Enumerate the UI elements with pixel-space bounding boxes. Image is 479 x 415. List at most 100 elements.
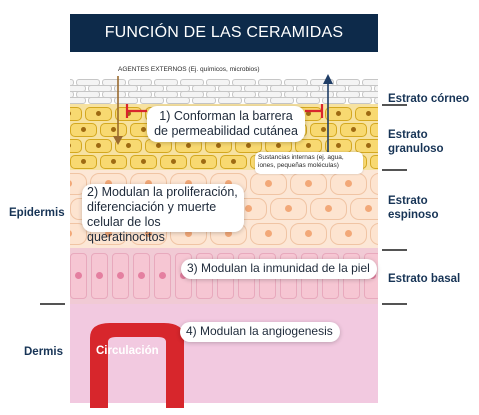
basal-cell	[133, 253, 150, 299]
spinous-cell-nucleus	[145, 230, 152, 237]
granular-cell	[70, 155, 97, 169]
basal-cell	[91, 253, 108, 299]
spinous-cell	[290, 223, 327, 245]
granular-cell	[70, 123, 97, 137]
granular-cell	[310, 123, 337, 137]
granular-cell-nucleus	[336, 143, 341, 148]
spinous-cell-nucleus	[365, 205, 372, 212]
granular-cell-nucleus	[141, 159, 146, 164]
granular-cell	[370, 155, 378, 169]
spinous-cell-nucleus	[305, 180, 312, 187]
granular-cell-nucleus	[156, 143, 161, 148]
granular-cell	[70, 139, 82, 153]
granular-cell-nucleus	[276, 143, 281, 148]
dermis-layer	[70, 304, 378, 403]
granular-cell	[160, 155, 187, 169]
circulation-label: Circulación	[96, 345, 159, 357]
corneocyte-cell	[218, 97, 242, 104]
corneocyte-cell	[140, 97, 164, 104]
granular-cell-nucleus	[306, 111, 311, 116]
corneocyte-cell	[88, 97, 112, 104]
corneocyte-cell	[374, 97, 378, 104]
corneocyte-cell	[244, 97, 268, 104]
spinous-cell-nucleus	[265, 230, 272, 237]
granular-cell	[100, 155, 127, 169]
granular-cell-nucleus	[216, 143, 221, 148]
granular-cell	[220, 155, 247, 169]
spinous-cell-nucleus	[305, 230, 312, 237]
corneocyte-cell	[270, 97, 294, 104]
spinous-cell-nucleus	[325, 205, 332, 212]
corneocyte-cell	[192, 85, 216, 92]
granular-cell	[85, 107, 112, 121]
corneocyte-cell	[114, 85, 138, 92]
granular-cell-nucleus	[366, 143, 371, 148]
corneocyte-cell	[192, 97, 216, 104]
external-agents-label: AGENTES EXTERNOS (Ej. químicos, microbio…	[118, 66, 260, 73]
label-stratum-spinosum: Estrato espinoso	[388, 195, 439, 221]
basal-cell	[112, 253, 129, 299]
granular-cell-nucleus	[366, 111, 371, 116]
spinous-cell	[70, 223, 87, 245]
label-stratum-basale: Estrato basal	[388, 273, 461, 285]
granular-cell-nucleus	[70, 111, 71, 116]
basal-cell	[154, 253, 171, 299]
granular-cell-nucleus	[81, 127, 86, 132]
granular-cell-nucleus	[351, 127, 356, 132]
diagram-title: FUNCIÓN DE LAS CERAMIDAS	[70, 14, 378, 52]
basal-cell-nucleus	[138, 272, 145, 279]
basal-cell-nucleus	[159, 272, 166, 279]
granular-cell-nucleus	[126, 143, 131, 148]
granular-cell-nucleus	[126, 111, 131, 116]
label-epidermis: Epidermis	[9, 207, 65, 219]
spinous-cell	[310, 198, 347, 220]
granular-cell-nucleus	[336, 111, 341, 116]
granular-cell-nucleus	[96, 111, 101, 116]
granular-cell	[130, 155, 157, 169]
callout-barrier: 1) Conforman la barrera de permeabilidad…	[147, 106, 305, 142]
basal-cell-nucleus	[96, 272, 103, 279]
internal-substances-arrowhead	[323, 74, 333, 84]
granular-cell-nucleus	[96, 143, 101, 148]
basal-cell	[70, 253, 87, 299]
corneocyte-cell	[114, 97, 138, 104]
spinous-cell-nucleus	[345, 230, 352, 237]
granular-cell-nucleus	[81, 159, 86, 164]
granular-cell-nucleus	[141, 127, 146, 132]
granular-cell	[70, 107, 82, 121]
granular-cell	[115, 139, 142, 153]
granular-cell-nucleus	[186, 143, 191, 148]
spinous-cell	[330, 223, 367, 245]
basal-cell-nucleus	[75, 272, 82, 279]
spinous-cell-nucleus	[225, 180, 232, 187]
spinous-cell-nucleus	[265, 180, 272, 187]
spinous-cell-nucleus	[345, 180, 352, 187]
granular-cell-nucleus	[231, 159, 236, 164]
spinous-cell-nucleus	[105, 230, 112, 237]
corneocyte-cell	[348, 85, 372, 92]
corneocyte-cell	[218, 85, 242, 92]
granular-cell-nucleus	[201, 159, 206, 164]
spinous-cell-nucleus	[70, 180, 72, 187]
granular-cell	[325, 107, 352, 121]
spinous-cell-nucleus	[185, 180, 192, 187]
external-agents-arrowhead	[113, 136, 123, 145]
corneocyte-cell	[296, 97, 320, 104]
label-stratum-corneum: Estrato córneo	[388, 93, 470, 105]
corneocyte-cell	[166, 85, 190, 92]
stratum-corneum-layer	[70, 78, 378, 104]
spinous-cell-nucleus	[225, 230, 232, 237]
spinous-cell	[250, 223, 287, 245]
spinous-cell-nucleus	[70, 230, 72, 237]
granular-cell	[370, 123, 378, 137]
granular-cell-nucleus	[246, 143, 251, 148]
corneocyte-cell	[244, 85, 268, 92]
corneocyte-cell	[166, 97, 190, 104]
corneocyte-cell	[70, 97, 86, 104]
blood-vessel-loop	[90, 323, 184, 408]
callout-angiogenesis: 4) Modulan la angiogenesis	[180, 322, 340, 342]
granular-cell-nucleus	[111, 159, 116, 164]
corneocyte-cell	[270, 85, 294, 92]
granular-cell	[355, 139, 378, 153]
